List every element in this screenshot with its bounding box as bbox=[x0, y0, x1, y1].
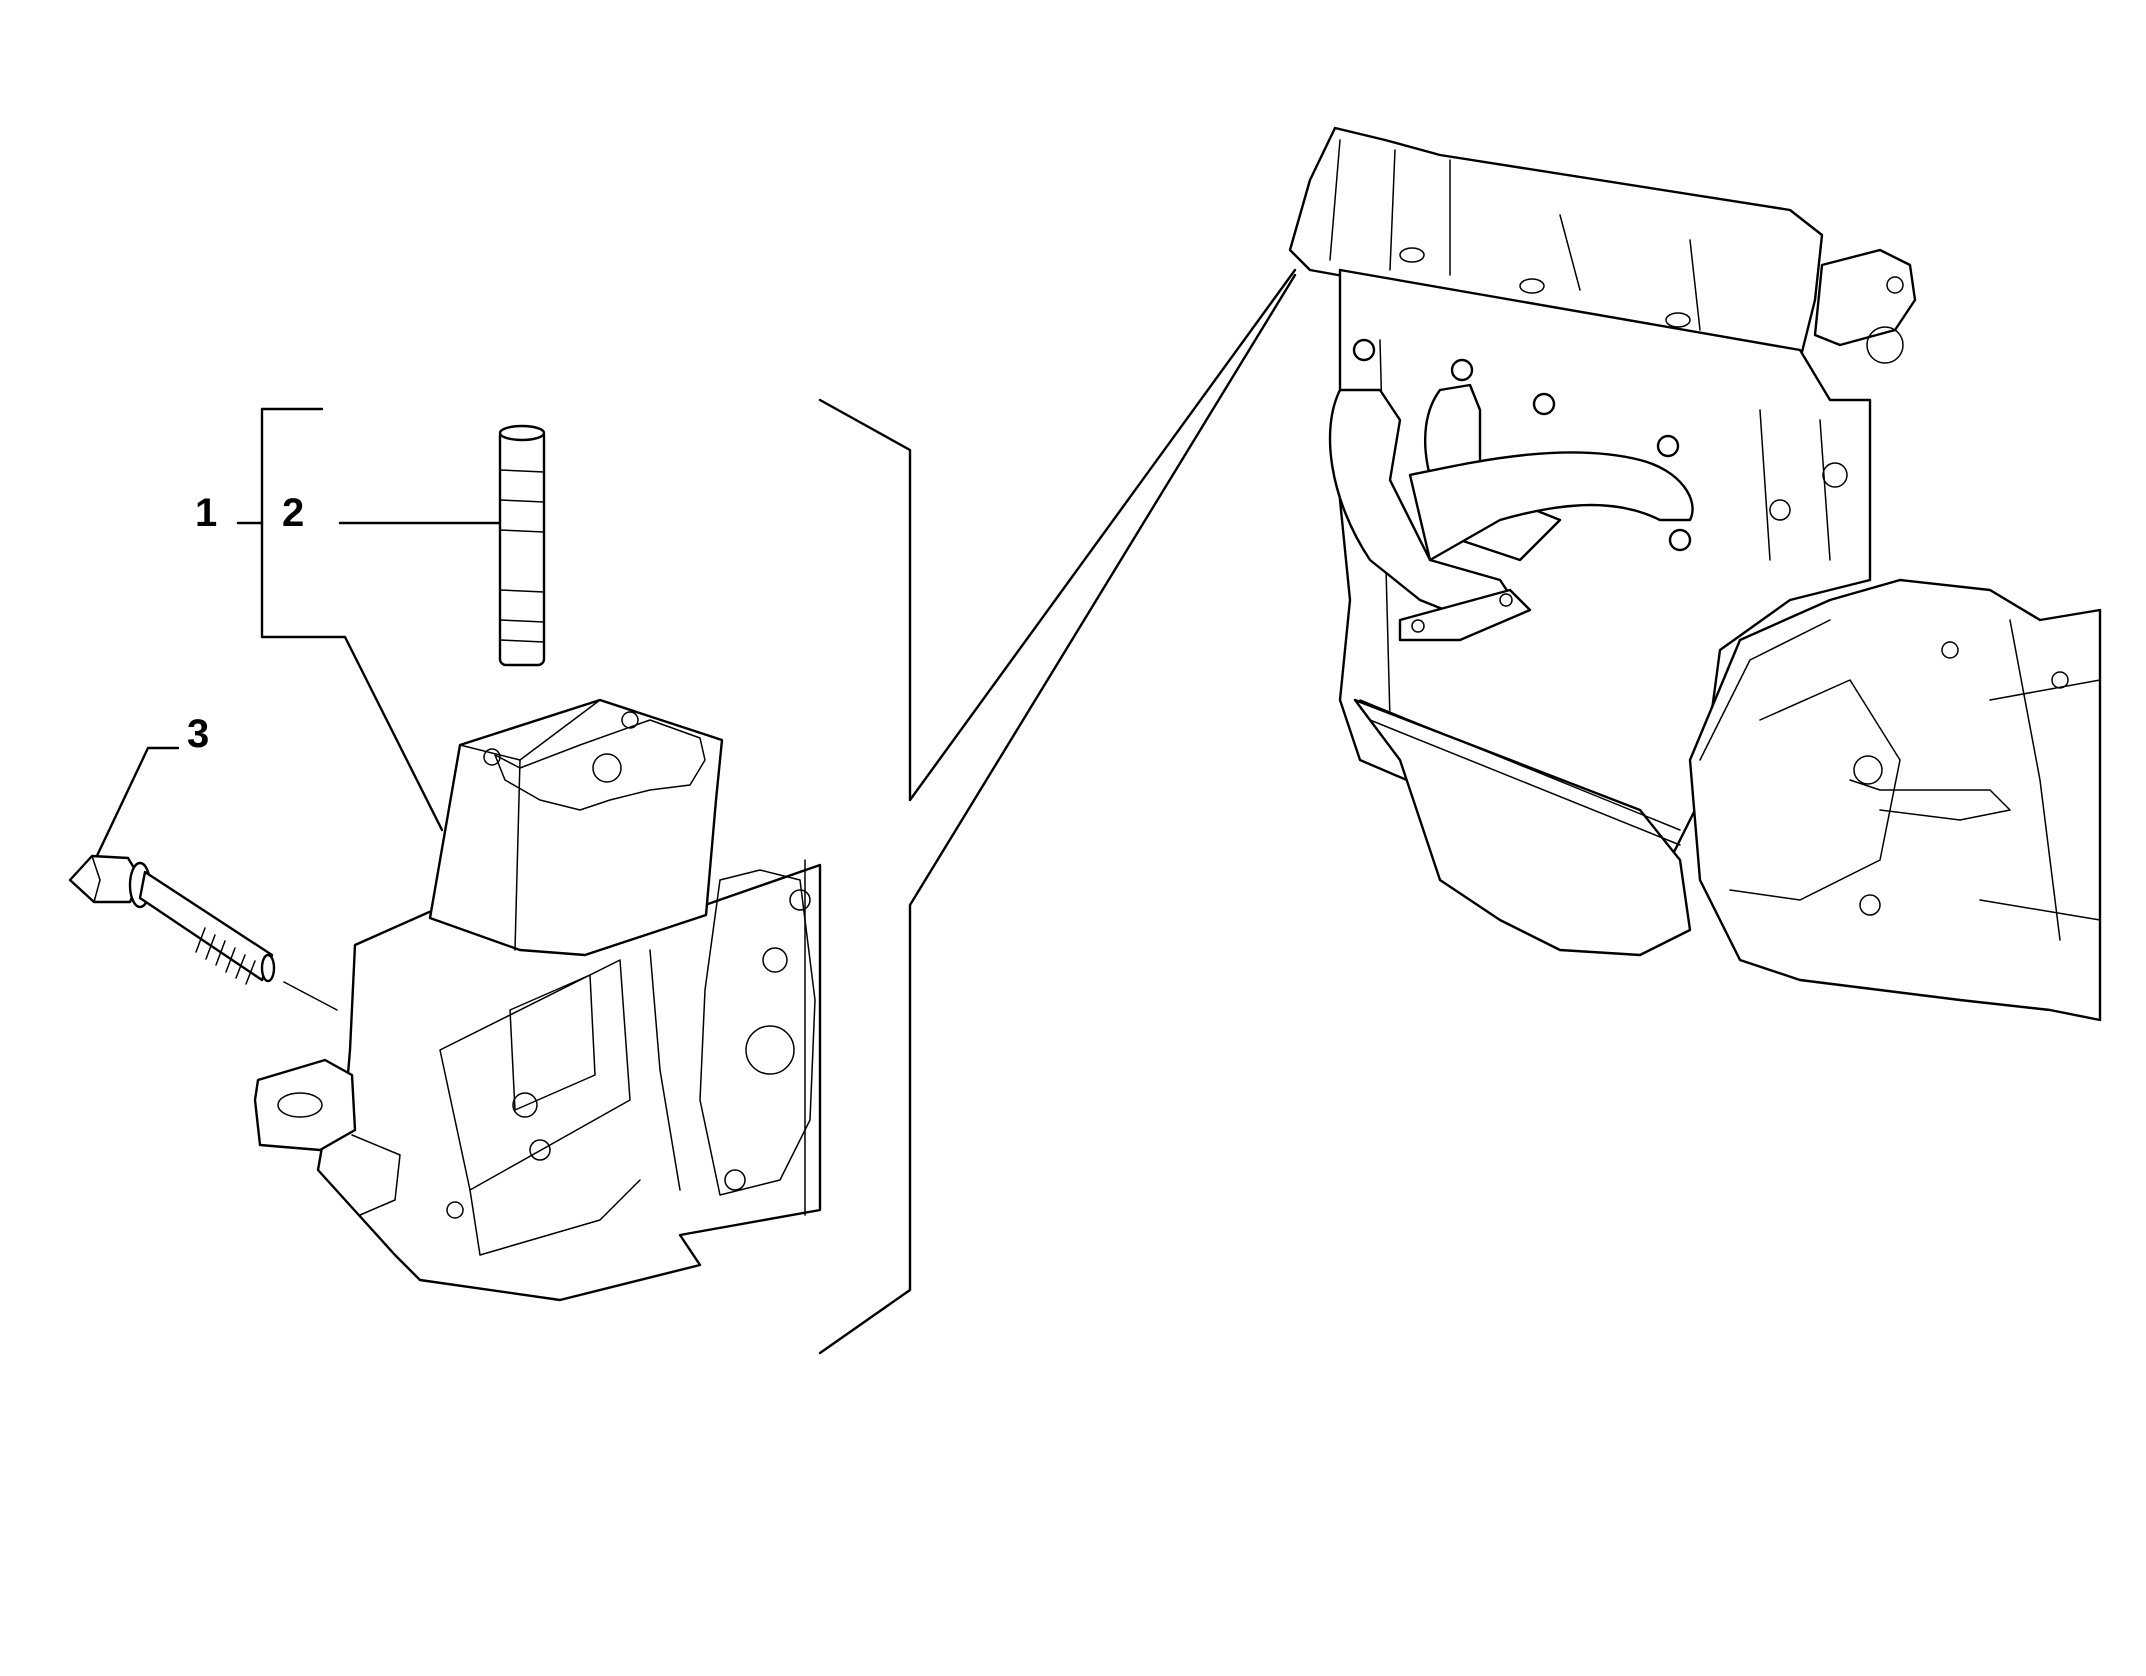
stud-body bbox=[498, 428, 546, 667]
bracket-side-plate bbox=[699, 869, 816, 1196]
engine-ear bbox=[1813, 248, 1917, 347]
engine-sump bbox=[1353, 698, 1692, 957]
bolt-shank bbox=[138, 870, 274, 982]
bracket-top-block bbox=[428, 698, 724, 957]
leader-1 bbox=[260, 407, 444, 832]
exhaust-pipe-3 bbox=[1408, 451, 1694, 562]
callout-2: 2 bbox=[282, 491, 304, 535]
callout-3: 3 bbox=[187, 712, 209, 756]
stud-top bbox=[498, 424, 546, 442]
group-bracket-lower bbox=[818, 273, 1297, 1355]
leader-lines bbox=[93, 407, 517, 1011]
gearbox-housing bbox=[1688, 578, 2102, 1022]
exhaust-pipe-1 bbox=[1328, 388, 1522, 622]
stud-part bbox=[498, 424, 546, 667]
mount-bracket-part bbox=[253, 698, 822, 1302]
group-bracket-upper bbox=[818, 268, 1297, 802]
bolt-tip bbox=[260, 953, 276, 983]
bracket-rib-1 bbox=[439, 959, 631, 1191]
bolt-part bbox=[68, 854, 276, 985]
engine-assembly bbox=[1288, 126, 2102, 1022]
exhaust-flange bbox=[1398, 588, 1532, 642]
leader-3 bbox=[93, 746, 180, 862]
bolt-axis-line bbox=[283, 981, 338, 1011]
callout-1: 1 bbox=[195, 491, 217, 535]
bracket-ear bbox=[253, 1058, 357, 1152]
bracket-top-plate bbox=[494, 719, 706, 811]
engine-cam-cover bbox=[1288, 126, 1824, 362]
